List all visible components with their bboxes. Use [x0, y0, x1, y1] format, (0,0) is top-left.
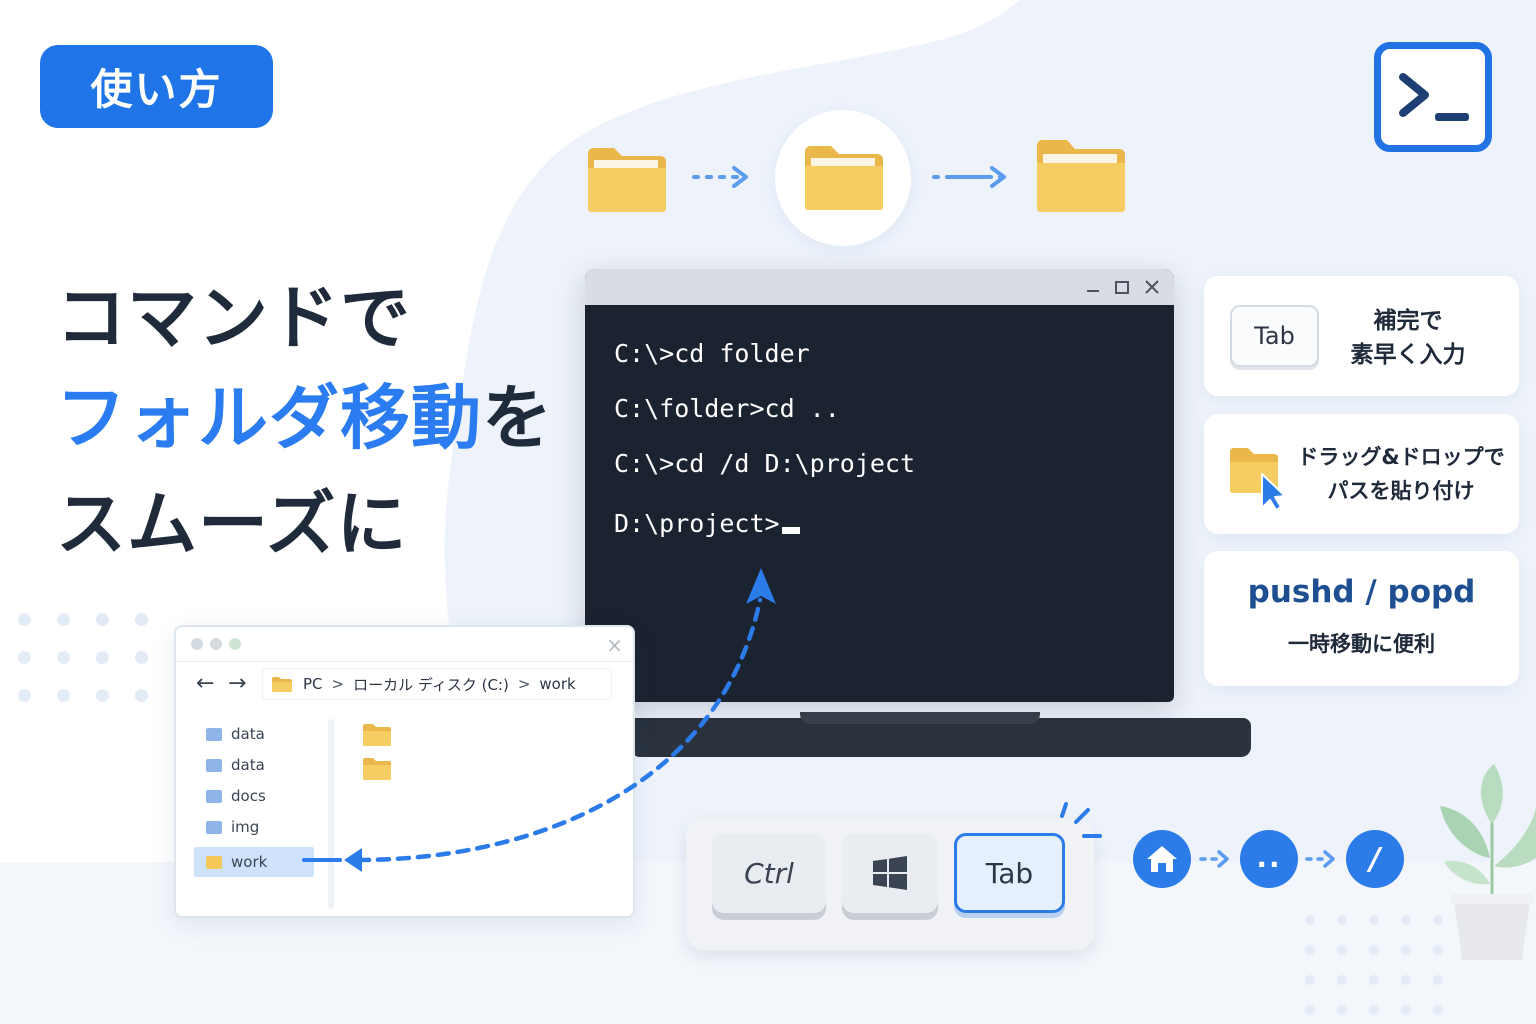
headline-line-2-rest: を: [482, 377, 553, 459]
terminal-line: C:\>cd folder: [614, 339, 810, 368]
ctrl-key[interactable]: Ctrl: [712, 833, 826, 913]
terminal-line: C:\folder>cd ..: [614, 394, 840, 423]
folder-icon-right: [1037, 140, 1125, 212]
terminal-icon: [1374, 42, 1492, 152]
windows-logo-icon: [873, 856, 907, 890]
root-dir-button[interactable]: /: [1346, 830, 1404, 888]
breadcrumb-pc[interactable]: PC: [303, 675, 323, 693]
breadcrumb-local-disk[interactable]: ローカル ディスク (C:): [353, 675, 509, 694]
feature-card-pushd: pushd / popd 一時移動に便利: [1204, 551, 1519, 686]
sidebar-item-data[interactable]: data: [194, 719, 314, 749]
forward-arrow-icon[interactable]: →: [228, 671, 247, 696]
address-folder-icon: [272, 677, 292, 692]
folder-icon-left: [588, 148, 666, 212]
folder-icon: [206, 820, 222, 834]
dot-pattern-left: [18, 613, 148, 702]
terminal-prompt: D:\project>: [614, 509, 780, 538]
dotted-arrow-small-1: [1199, 850, 1229, 868]
content-folder-icon[interactable]: [362, 723, 392, 747]
tab-key[interactable]: Tab: [954, 833, 1065, 913]
sidebar-item-docs[interactable]: docs: [194, 781, 314, 811]
terminal-prompt-line[interactable]: D:\project>: [614, 509, 1174, 564]
feature-tab-line-2: 素早く入力: [1350, 342, 1466, 368]
tab-press-spark-icon: [1060, 802, 1102, 838]
address-bar[interactable]: PC > ローカル ディスク (C:) > work: [262, 668, 612, 700]
sidebar-item-label: docs: [231, 787, 266, 805]
sidebar-item-label: img: [231, 818, 260, 836]
usage-badge: 使い方: [40, 45, 273, 128]
feature-dragdrop-line-2: パスを貼り付け: [1327, 479, 1475, 503]
feature-tab-line-1: 補完で: [1373, 308, 1443, 334]
feature-card-dragdrop: ドラッグ&ドロップで パスを貼り付け: [1204, 414, 1519, 534]
breadcrumb-separator: >: [331, 675, 345, 693]
file-explorer-window[interactable]: × ← → PC > ローカル ディスク (C:) > work data da…: [174, 625, 635, 918]
headline-line-2: フォルダ移動を: [56, 362, 553, 463]
terminal-line: C:\>cd /d D:\project: [614, 449, 916, 478]
folder-icon: [206, 727, 222, 741]
plant-decoration-icon: [1440, 764, 1536, 960]
feature-card-tab: Tab 補完で 素早く入力: [1204, 276, 1519, 396]
folder-icon: [206, 789, 222, 803]
dotted-arrow-2: [932, 166, 1006, 188]
terminal-window[interactable]: C:\>cd folder C:\folder>cd .. C:\>cd /d …: [585, 269, 1174, 702]
folder-cursor-icon: [1230, 448, 1286, 511]
headline-line-1: コマンドで: [56, 277, 411, 359]
explorer-close-icon[interactable]: ×: [606, 633, 623, 657]
sidebar-item-label: work: [231, 853, 268, 871]
folder-icon: [206, 758, 222, 772]
headline-highlight: フォルダ移動: [56, 377, 482, 459]
terminal-cursor: [781, 527, 800, 534]
dot-pattern-right: [1305, 915, 1443, 1015]
content-folder-icon[interactable]: [362, 757, 392, 781]
close-icon[interactable]: [1142, 277, 1162, 297]
feature-pushd-title: pushd / popd: [1247, 574, 1476, 610]
feature-tab-text: 補完で 素早く入力: [1328, 304, 1488, 372]
parent-dir-button[interactable]: ..: [1240, 830, 1298, 888]
sidebar-item-label: data: [231, 756, 265, 774]
terminal-output[interactable]: C:\>cd folder C:\folder>cd .. C:\>cd /d …: [585, 305, 1174, 564]
window-dots: [191, 638, 241, 650]
back-arrow-icon[interactable]: ←: [196, 671, 215, 696]
windows-key[interactable]: [842, 833, 938, 913]
feature-dragdrop-text: ドラッグ&ドロップで パスを貼り付け: [1286, 440, 1516, 508]
sidebar-item-img[interactable]: img: [194, 812, 314, 842]
tab-key-icon: Tab: [1230, 305, 1319, 367]
sidebar-scrollbar[interactable]: [328, 719, 334, 909]
home-icon: [1147, 846, 1177, 872]
laptop-base: [630, 718, 1251, 757]
terminal-title-bar: [585, 269, 1174, 305]
folder-icon-center: [805, 146, 883, 210]
sidebar-item-label: data: [231, 725, 265, 743]
maximize-icon[interactable]: [1112, 277, 1132, 297]
folder-icon: [206, 855, 222, 869]
headline-line-3: スムーズに: [56, 483, 408, 565]
feature-pushd-subtitle: 一時移動に便利: [1288, 632, 1435, 656]
home-button[interactable]: [1133, 830, 1191, 888]
breadcrumb-work[interactable]: work: [539, 675, 576, 693]
dotted-arrow-small-2: [1305, 850, 1335, 868]
laptop-notch: [800, 712, 1040, 724]
drag-path-arrow: [302, 568, 776, 872]
sidebar-item-work[interactable]: work: [194, 847, 314, 877]
minimize-icon[interactable]: [1083, 277, 1103, 297]
sidebar-item-data-2[interactable]: data: [194, 750, 314, 780]
breadcrumb-separator: >: [517, 675, 531, 693]
explorer-divider: [176, 661, 633, 662]
feature-dragdrop-line-1: ドラッグ&ドロップで: [1297, 445, 1505, 469]
dotted-arrow-1: [692, 166, 748, 188]
